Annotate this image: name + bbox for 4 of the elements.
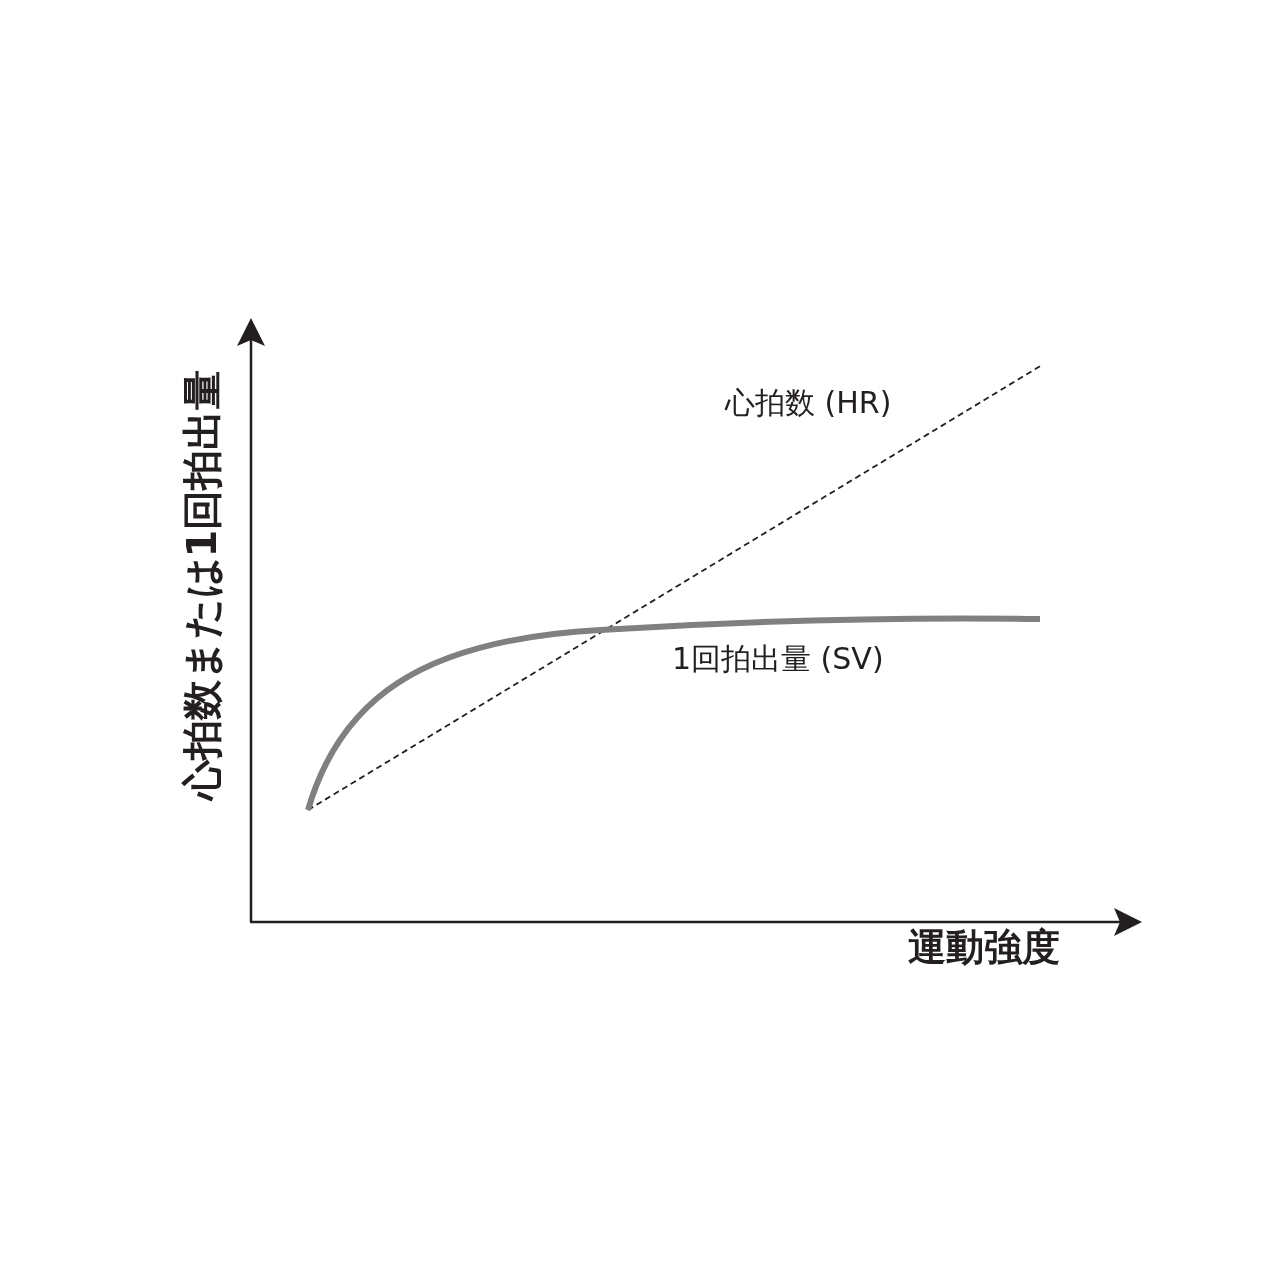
curve-label: 心拍数 (HR) bbox=[725, 388, 892, 418]
axis-label: 心拍数または1回拍出量 bbox=[181, 369, 222, 801]
axis-label: 運動強度 bbox=[908, 928, 1060, 966]
curve-label: 1回拍出量 (SV) bbox=[672, 644, 884, 674]
